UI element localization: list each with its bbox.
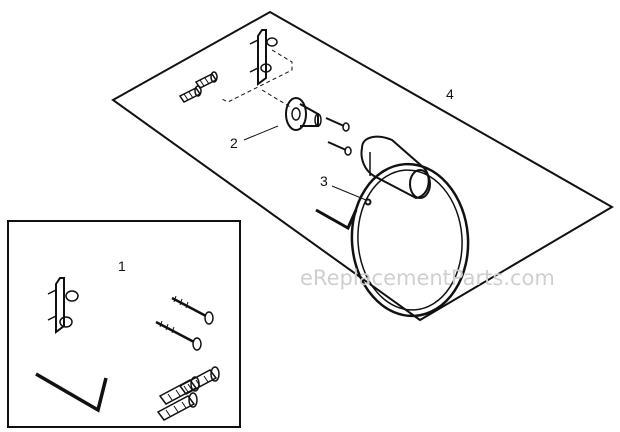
towel-ring: [350, 135, 470, 318]
wall-mounting-clip: [249, 29, 278, 86]
kit-mounting-clip: [47, 277, 79, 334]
kit-wall-anchors: [156, 366, 220, 421]
watermark-text: eReplacementParts.com: [300, 266, 555, 290]
assembly-dashed-lines: [219, 49, 293, 109]
callout-2-label: 2: [230, 135, 238, 151]
kit-hex-key: [35, 372, 108, 413]
hardware-kit-box: [7, 220, 241, 428]
callout-4-label: 4: [446, 86, 454, 102]
wall-plane-outline: [111, 10, 614, 322]
hex-key-wrench: [315, 208, 358, 231]
kit-screws: [155, 295, 214, 351]
mount-screws: [325, 117, 352, 156]
mount-post-flange: [285, 97, 322, 131]
callout-3-leader: [331, 185, 367, 201]
wall-anchors: [178, 71, 218, 103]
callout-3-label: 3: [320, 173, 328, 189]
callout-2-leader: [243, 125, 279, 141]
callout-1-label: 1: [118, 258, 126, 274]
